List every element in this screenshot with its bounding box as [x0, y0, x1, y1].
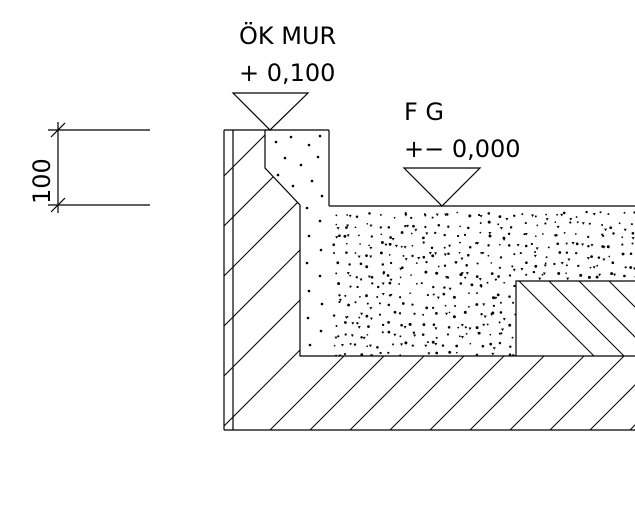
- level-name-floor: F G: [404, 98, 444, 126]
- dimension-tick-top: [50, 122, 66, 138]
- wall-outline: [224, 129, 635, 357]
- level-triangle-floor: [402, 167, 482, 207]
- dimension-tick-bottom: [50, 197, 66, 213]
- floor-slab-hatch: [516, 281, 635, 356]
- level-triangle-wall-top: [231, 92, 310, 131]
- level-marker-floor: F G +− 0,000: [402, 98, 521, 207]
- level-value-wall-top: + 0,100: [239, 59, 335, 87]
- section-outlines: [223, 129, 635, 431]
- dimension-100: 100: [28, 122, 150, 213]
- dimension-value: 100: [28, 158, 56, 204]
- level-name-wall-top: ÖK MUR: [239, 21, 336, 50]
- level-marker-wall-top: ÖK MUR + 0,100: [231, 21, 336, 131]
- fill-material-pattern: [332, 210, 635, 356]
- insulation-dots: [274, 134, 324, 347]
- slab-outline: [515, 280, 635, 356]
- level-value-floor: +− 0,000: [404, 135, 521, 163]
